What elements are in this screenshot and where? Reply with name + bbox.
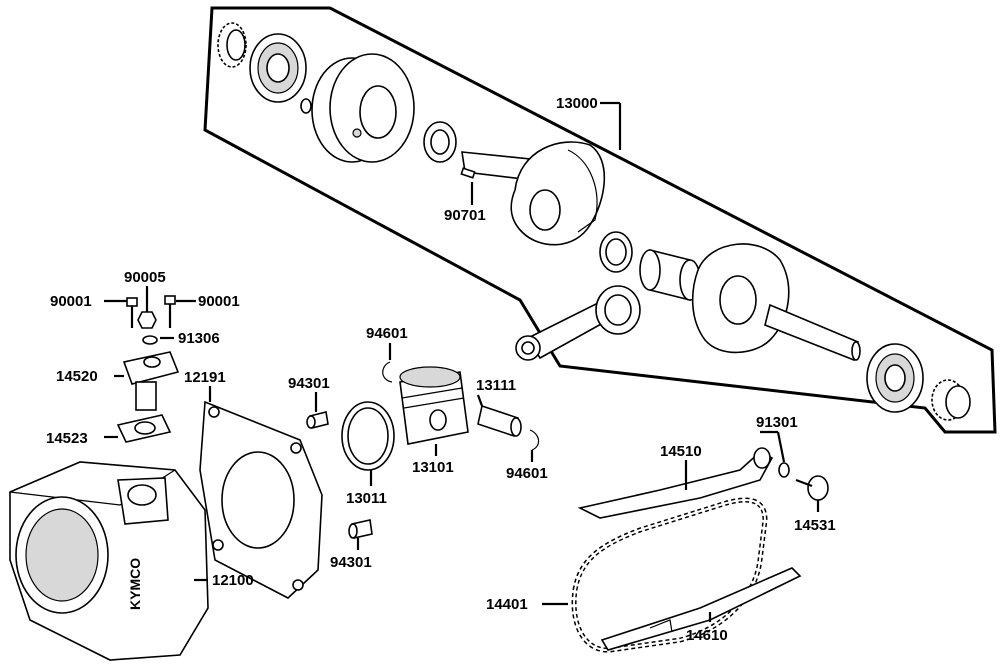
o-ring-icon [142,335,158,345]
crankshaft-group [217,22,971,421]
label-12191: 12191 [184,369,226,386]
bearing-left-icon [249,33,307,103]
label-14523: 14523 [46,430,88,447]
cam-chain-icon [571,497,768,653]
chain-guide-lower-icon [600,567,802,651]
washer-right-icon [778,462,790,478]
cylinder-block-icon: KYMCO [9,461,209,661]
label-94601-bottom: 94601 [506,465,548,482]
label-14520: 14520 [56,368,98,385]
label-90001-right: 90001 [198,293,240,310]
label-94601-top: 94601 [366,325,408,342]
flywheel-disc-icon [311,53,415,163]
crankshaft-assembly-frame [203,6,997,434]
label-13000: 13000 [556,95,598,112]
crank-pin-icon [639,248,701,302]
sprocket-right-icon [931,379,971,421]
bolt-left-icon [126,297,138,328]
leader-lines [104,101,820,622]
label-13111: 13111 [476,377,516,394]
crank-half-right-icon [691,243,861,362]
label-91306: 91306 [178,330,220,347]
circlip-top-icon [382,361,393,383]
bolt-right-icon [164,295,176,328]
tensioner-gasket-icon [116,414,172,443]
cylinder-gasket-icon [199,400,323,599]
crank-half-left-icon [461,141,606,246]
bearing-right-icon [866,343,924,413]
nut-icon [137,302,157,329]
label-13011: 13011 [346,490,387,507]
guide-bolt-icon [795,475,829,501]
small-washer-icon [300,98,312,114]
label-14531: 14531 [794,517,836,534]
label-14510: 14510 [660,443,702,460]
piston-rings-icon [341,401,395,471]
woodruff-key-icon [460,167,476,179]
sprocket-small-icon [217,22,247,68]
label-14401: 14401 [486,596,528,613]
piston-pin-icon [477,404,522,438]
circlip-bottom-icon [529,429,540,451]
label-14610: 14610 [686,627,728,644]
tensioner-group [116,295,180,443]
label-94301-top: 94301 [288,375,330,392]
label-12100: 12100 [212,572,254,589]
oil-seal-icon [423,121,457,163]
needle-bearing-icon [599,231,633,273]
label-94301-bottom: 94301 [330,554,372,571]
label-90001-left: 90001 [50,293,92,310]
cylinder-logo: KYMCO [127,558,143,610]
label-91301: 91301 [756,414,798,431]
dowel-pin-top-icon [306,411,329,429]
dowel-pin-bottom-icon [348,519,373,539]
piston-icon [399,366,469,445]
connecting-rod-icon [515,285,641,361]
tensioner-body-icon [122,351,180,411]
label-90701: 90701 [444,207,486,224]
label-13101: 13101 [412,459,454,476]
label-90005: 90005 [124,269,166,286]
